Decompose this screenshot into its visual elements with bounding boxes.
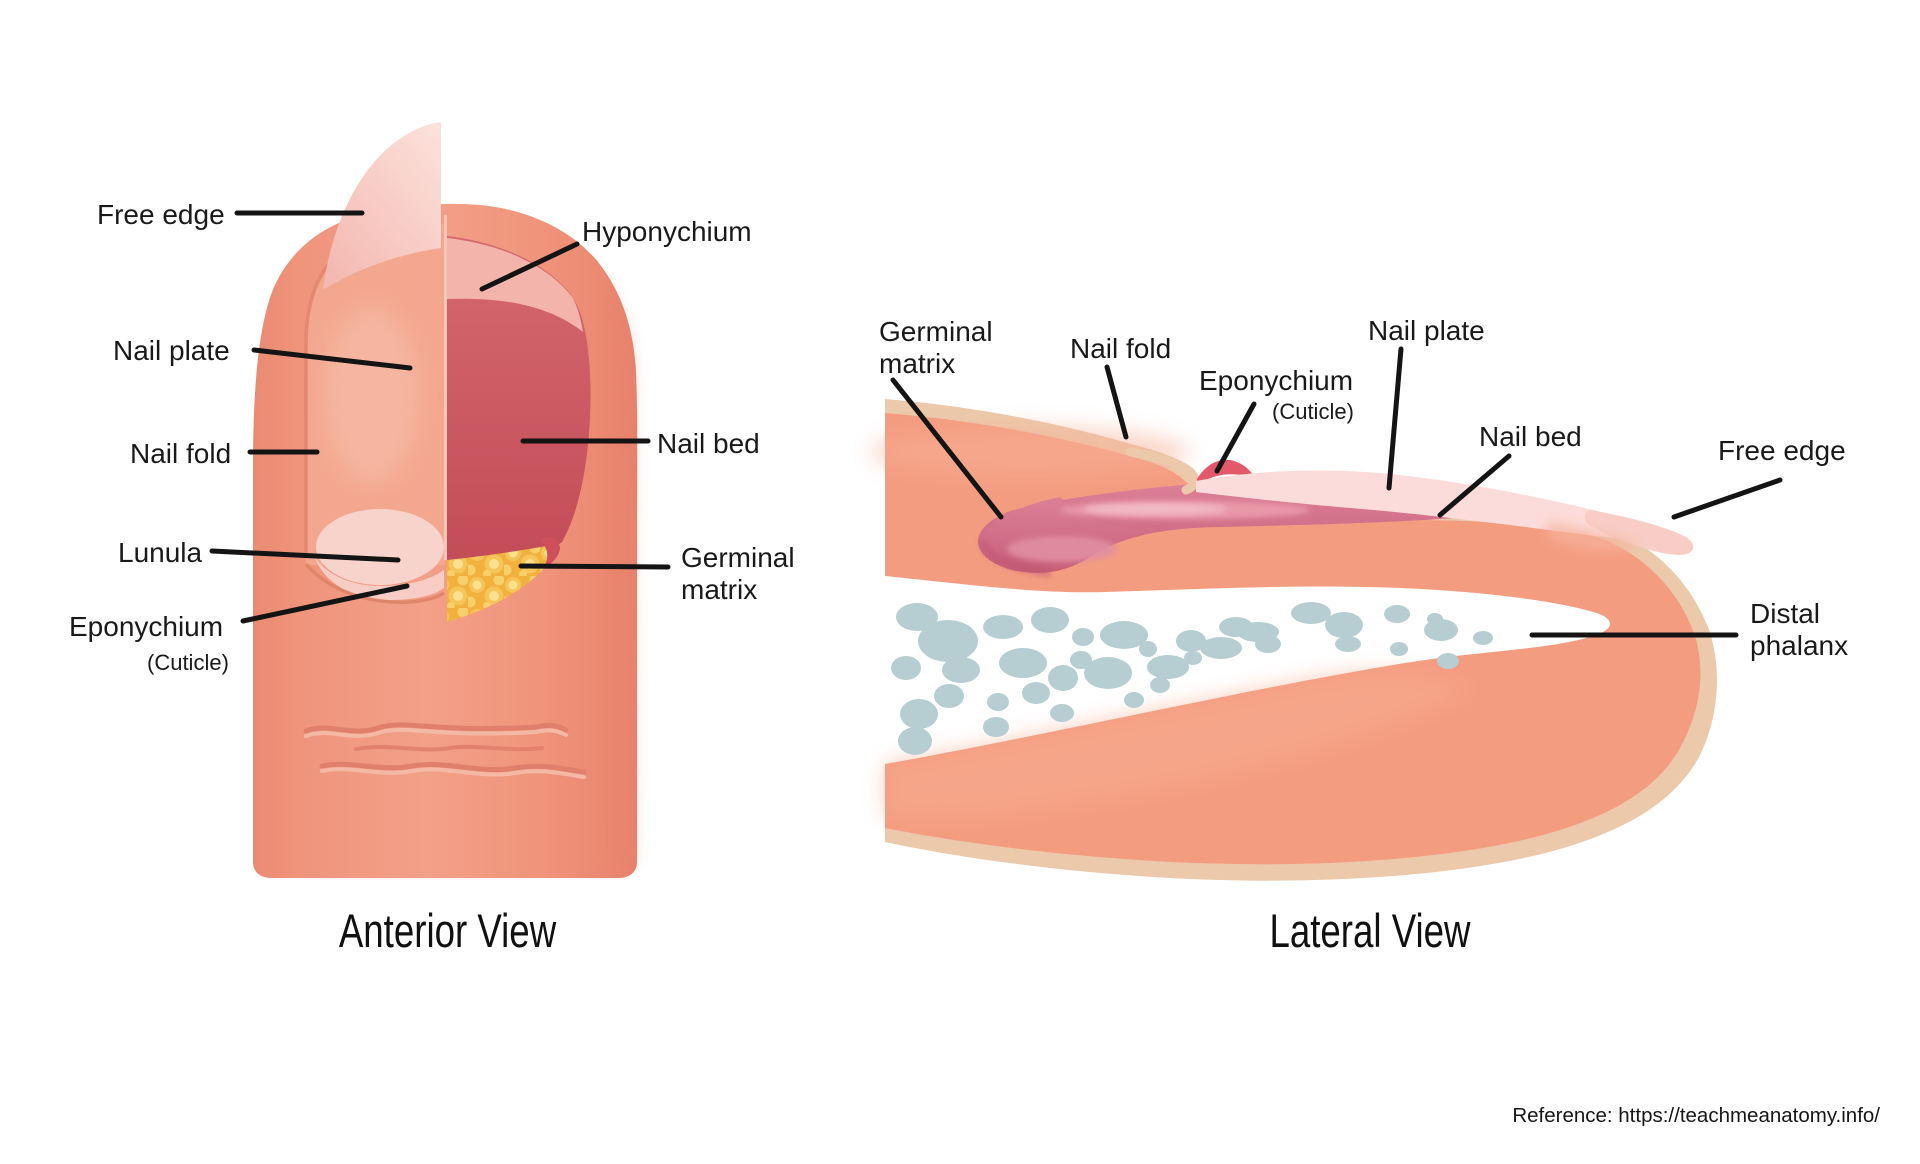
label-lateral-distal-phalanx-line1: Distal xyxy=(1750,598,1821,629)
pointer-lateral-free-edge xyxy=(1671,477,1783,520)
pointer-anterior-nail-plate xyxy=(251,347,413,371)
anterior-right-edge-shade xyxy=(596,258,637,862)
lateral-nail-bed-highlight-core xyxy=(1083,503,1227,515)
label-anterior-nail-bed: Nail bed xyxy=(657,428,760,459)
label-lateral-eponychium: Eponychium xyxy=(1199,365,1354,396)
pointer-lines xyxy=(209,210,1783,638)
pointer-lateral-germinal-matrix xyxy=(890,377,1004,520)
pointer-lateral-nail-bed xyxy=(1437,453,1512,518)
anterior-nail-bed xyxy=(447,236,591,568)
anterior-eponychium-edge xyxy=(304,562,445,604)
anterior-hyponychium xyxy=(447,238,583,332)
anterior-view-title: Anterior View xyxy=(338,904,557,957)
lateral-nail-root-highlight xyxy=(1007,536,1117,562)
lateral-eponychium-cuticle xyxy=(1197,459,1255,485)
lateral-pulp-light-shade xyxy=(885,672,1470,819)
label-anterior-germinal-matrix-line1: Germinal xyxy=(681,542,795,573)
label-lateral-distal-phalanx-line2: phalanx xyxy=(1750,630,1849,662)
label-anterior-lunula: Lunula xyxy=(118,537,203,568)
lateral-view-title: Lateral View xyxy=(1269,904,1471,957)
label-anterior-germinal-matrix-line2: matrix xyxy=(681,574,758,606)
label-lateral-germinal-matrix-line2: matrix xyxy=(879,348,956,380)
anterior-germinal-matrix-rim xyxy=(540,537,560,569)
pointer-anterior-lunula xyxy=(209,548,401,563)
label-anterior-eponychium: Eponychium xyxy=(69,611,224,642)
anterior-eponychium-band xyxy=(314,556,444,600)
anterior-knuckle-wrinkles xyxy=(303,722,587,779)
lateral-free-edge xyxy=(1584,510,1694,555)
pointer-lateral-nail-fold xyxy=(1104,364,1129,440)
label-anterior-hyponychium: Hyponychium xyxy=(582,216,752,247)
label-lateral-germinal-matrix-line1: Germinal xyxy=(879,316,993,347)
label-lateral-nail-plate: Nail plate xyxy=(1368,315,1485,346)
pointer-anterior-eponychium xyxy=(240,583,410,624)
reference-text: Reference: https://teachmeanatomy.info/ xyxy=(1512,1104,1880,1127)
anterior-lunula xyxy=(316,509,444,585)
pointer-lateral-eponychium xyxy=(1214,401,1257,474)
label-anterior-nail-plate: Nail plate xyxy=(113,335,230,366)
lateral-nail-plate xyxy=(1196,470,1645,540)
label-lateral-nail-fold: Nail fold xyxy=(1070,333,1172,364)
label-lateral-cuticle: (Cuticle) xyxy=(1272,399,1354,424)
lateral-nail-root-shadow xyxy=(979,539,1051,577)
anterior-free-edge xyxy=(323,122,441,290)
label-anterior-nail-fold: Nail fold xyxy=(130,438,232,469)
pointer-anterior-germinal-matrix xyxy=(518,563,671,570)
lateral-bone-dots xyxy=(891,602,1493,755)
pointer-lateral-nail-plate xyxy=(1386,346,1404,491)
label-anterior-germinal-matrix: Germinal matrix xyxy=(681,542,795,607)
lateral-view-illustration xyxy=(870,399,1717,881)
label-lateral-germinal-matrix: Germinal matrix xyxy=(879,316,993,381)
pointer-anterior-hyponychium xyxy=(479,241,580,292)
label-lateral-distal-phalanx: Distal phalanx xyxy=(1750,598,1848,663)
label-anterior-free-edge: Free edge xyxy=(97,199,225,230)
lateral-fold-highlight xyxy=(870,426,1190,478)
anterior-nail-plate-highlight xyxy=(324,307,420,483)
label-anterior-cuticle: (Cuticle) xyxy=(147,650,229,675)
label-lateral-free-edge: Free edge xyxy=(1718,435,1846,466)
lateral-nail-fold-curl xyxy=(1125,447,1199,495)
label-lateral-nail-bed: Nail bed xyxy=(1479,421,1582,452)
anterior-view-illustration xyxy=(253,122,638,879)
lateral-under-nail-light xyxy=(1545,522,1640,552)
